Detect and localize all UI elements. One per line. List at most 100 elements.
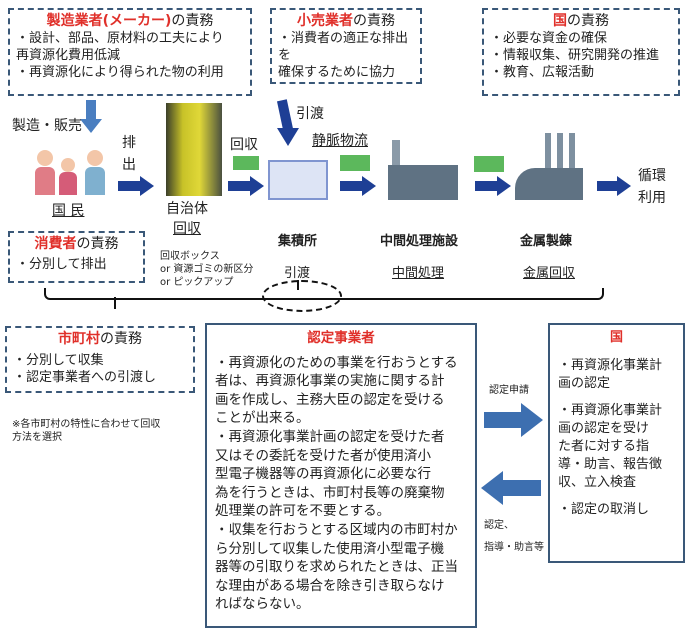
line: 器等の引取りを求められたときは、正当 (215, 559, 458, 576)
line: ・再資源化のための事業を行おうとする (215, 354, 458, 371)
line: ・必要な資金の確保 (490, 31, 608, 46)
label-line: 自治体 (166, 201, 208, 217)
flow-arrow-head-icon (362, 176, 376, 196)
consumer-title: 消費者の責務 (16, 236, 137, 253)
line: ・再資源化により得られた物の利用 (16, 65, 224, 80)
label-line: 指導・助言等 (484, 542, 544, 553)
line: ・分別して排出 (16, 257, 107, 272)
line: 収、立入検査 (558, 475, 637, 490)
method-line: 回収ボックス (160, 251, 220, 262)
line: ・情報収集、研究開発の推進 (490, 48, 660, 63)
retailer-duty-box: 小売業者の責務 ・消費者の適正な排出を 確保するために協力 (270, 8, 422, 84)
title-highlight: 国 (553, 13, 567, 29)
line: ・分別して収集 (13, 353, 104, 368)
circular-use-label: 循環利用 (638, 165, 666, 209)
note-line: 方法を選択 (12, 432, 62, 443)
handover-arrow-head-icon (277, 128, 299, 146)
apply-label: 認定申請 (489, 385, 529, 396)
venous-logistics-label: 静脈物流 (312, 133, 368, 149)
line: ことが出来る。 (215, 410, 310, 427)
line: 導・助言、報告徴 (558, 457, 663, 472)
left-arrow-icon (503, 480, 541, 496)
metal-recovery-label: 金属回収 (523, 266, 576, 281)
method-line: or 資源ゴミの新区分 (160, 264, 254, 275)
manufacture-sale-label: 製造・販売 (12, 118, 82, 134)
collection-methods: 回収ボックス or 資源ゴミの新区分 or ピックアップ (160, 250, 253, 289)
line: ・再資源化事業計 (558, 358, 663, 373)
left-arrow-head-icon (481, 471, 503, 505)
flow-arrow-head-icon (617, 176, 631, 196)
line: ・設計、部品、原材料の工夫により (16, 31, 224, 46)
retailer-title: 小売業者の責務 (278, 13, 414, 30)
title-rest: の責務 (100, 331, 142, 347)
right-arrow-icon (484, 412, 522, 428)
line: 為を行うときは、市町村長等の廃棄物 (215, 484, 445, 501)
manufacturer-duty-box: 製造業者(メーカー)の責務 ・設計、部品、原材料の工夫により 再資源化費用低減 … (8, 8, 252, 96)
intermediate-facility-label: 中間処理施設 (380, 234, 459, 249)
certify-label: 認定、 指導・助言等 (484, 515, 544, 559)
handover-top-label: 引渡 (296, 106, 324, 122)
line: 型電子機器等の再資源化に必要な行 (215, 466, 431, 483)
certified-operator-box: 認定事業者 ・再資源化のための事業を行おうとする者は、再資源化事業の実施に関する… (205, 323, 477, 628)
line: な理由がある場合を除き引き取らなけ (215, 577, 445, 594)
title-highlight: 製造業者(メーカー) (46, 13, 172, 29)
municipality-duty-box: 市町村の責務 ・分別して収集 ・認定事業者への引渡し (5, 326, 195, 393)
down-arrow-icon (86, 100, 96, 120)
line: 画の認定 (558, 376, 611, 391)
line: ら分別して収集した使用済小型電子機 (215, 540, 445, 557)
intermediate-processing-label: 中間処理 (392, 266, 445, 281)
truck-icon (340, 155, 370, 171)
line (558, 492, 675, 501)
handover-label: 引渡 (284, 266, 311, 281)
citizens-label: 国 民 (52, 203, 85, 219)
title-highlight: 消費者 (34, 236, 77, 252)
line: ・収集を行おうとする区域内の市町村か (215, 521, 458, 538)
brace-tip (114, 297, 116, 309)
manufacturer-title: 製造業者(メーカー)の責務 (16, 13, 244, 30)
circular-line: 利用 (638, 190, 666, 206)
circular-line: 循環 (638, 168, 666, 184)
line: た者に対する指 (558, 439, 650, 454)
line: 再資源化費用低減 (16, 48, 121, 63)
line: ・教育、広報活動 (490, 65, 595, 80)
note-line: ※各市町村の特性に合わせて回収 (12, 419, 161, 430)
smelter-icon (515, 133, 583, 200)
line: 者は、再資源化事業の実施に関する計 (215, 373, 445, 390)
collection-point-icon (268, 160, 328, 200)
line: ・消費者の適正な排出を (278, 31, 409, 63)
title-highlight: 小売業者 (297, 13, 353, 29)
consumer-duty-box: 消費者の責務 ・分別して排出 (8, 231, 145, 283)
title-rest: の責務 (567, 13, 609, 29)
label-line: 認定、 (484, 520, 514, 531)
flow-arrow-head-icon (497, 176, 511, 196)
flow-arrow-icon (118, 181, 140, 191)
country-title: 国の責務 (490, 13, 672, 30)
truck-icon (233, 156, 259, 170)
country-title: 国 (609, 330, 623, 345)
flow-arrow-icon (228, 181, 250, 191)
label-line: 回収 (173, 221, 201, 237)
down-arrow-head-icon (80, 119, 102, 133)
certified-title: 認定事業者 (307, 330, 375, 346)
collection-point-label: 集積所 (278, 234, 318, 249)
line: 画の認定を受け (558, 421, 650, 436)
flow-arrow-icon (340, 181, 362, 191)
metal-smelting-label: 金属製錬 (520, 234, 573, 249)
certified-lines: ・再資源化のための事業を行おうとする者は、再資源化事業の実施に関する計画を作成し… (215, 354, 467, 614)
handover-down-arrow-icon (276, 99, 294, 131)
flow-arrow-icon (597, 181, 617, 191)
truck-icon (474, 156, 504, 172)
line: 処理業の許可を不要とする。 (215, 503, 391, 520)
right-arrow-head-icon (521, 403, 543, 437)
line: 画を作成し、主務大臣の認定を受ける (215, 391, 445, 408)
municipality-title: 市町村の責務 (13, 331, 187, 348)
line: ・認定事業者への引渡し (13, 370, 157, 385)
country-box: 国 ・再資源化事業計画の認定・再資源化事業計画の認定を受けた者に対する指導・助言… (548, 323, 685, 563)
collect-label: 回収 (230, 137, 258, 153)
collection-box-photo (166, 103, 222, 196)
discharge-label: 排出 (122, 135, 136, 173)
line: 又はその委託を受けた者が使用済小 (215, 447, 431, 464)
municipality-collect-label: 自治体回収 (166, 199, 208, 239)
flow-arrow-icon (475, 181, 497, 191)
line (558, 393, 675, 402)
